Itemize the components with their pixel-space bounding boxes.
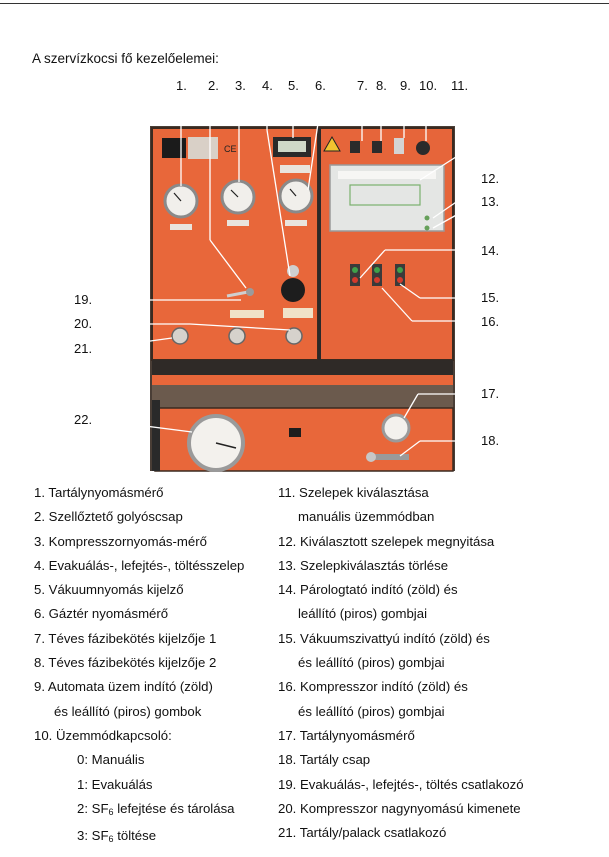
vacuum-display-screen <box>278 141 306 152</box>
legend-item-9-cont: és leállító (piros) gombok <box>54 703 202 719</box>
gauge-17 <box>381 413 411 443</box>
frame-interior <box>152 380 453 408</box>
gauge-3 <box>220 179 256 215</box>
legend-item-8: 8. Téves fázibekötés kijelzője 2 <box>34 655 217 671</box>
legend-item-14: 14. Párologtató indító (zöld) és <box>278 582 458 598</box>
dilo-logo <box>162 138 186 158</box>
coupling-20 <box>228 327 246 345</box>
page-heading: A szervízkocsi fő kezelőelemei: <box>32 51 219 66</box>
mode-0: 0: Manuális <box>77 752 145 768</box>
mode-2: 2: SF6 lefejtése és tárolása <box>77 800 235 817</box>
coupling-19 <box>285 327 303 345</box>
label-12: 12. <box>481 171 500 186</box>
label-5: 5. <box>288 78 299 93</box>
label-17: 17. <box>481 386 500 401</box>
label-7: 7. <box>357 78 368 93</box>
legend-item-19: 19. Evakuálás-, lefejtés-, töltés csatla… <box>278 776 524 792</box>
mode-1: 1: Evakuálás <box>77 776 153 792</box>
legend-item-16-cont: és leállító (piros) gombjai <box>298 703 445 719</box>
label-16: 16. <box>481 314 500 329</box>
legend-item-9: 9. Automata üzem indító (zöld) <box>34 679 213 695</box>
ball-valve <box>246 288 254 296</box>
legend-item-11: 11. Szelepek kiválasztása <box>278 485 429 500</box>
valve-indicator <box>287 265 299 277</box>
label-1: 1. <box>176 78 187 93</box>
legend-item-7: 7. Téves fázibekötés kijelzője 1 <box>34 630 217 646</box>
legend-item-4: 4. Evakuálás-, lefejtés-, töltésszelep <box>34 557 245 573</box>
valve-knob <box>281 278 305 302</box>
legend-item-1: 1. Tartálynyomásmérő <box>34 485 164 500</box>
top-rule <box>0 3 609 4</box>
legend-item-6: 6. Gáztér nyomásmérő <box>34 606 169 622</box>
legend-item-21: 21. Tartály/palack csatlakozó <box>278 825 447 841</box>
legend-item-10: 10. Üzemmódkapcsoló: <box>34 727 172 743</box>
legend-item-2: 2. Szellőztető golyóscsap <box>34 509 183 525</box>
legend-right: 11. Szelepek kiválasztása manuális üzemm… <box>278 481 598 845</box>
label-19: 19. <box>74 292 93 307</box>
legend-item-14-cont: leállító (piros) gombjai <box>298 606 427 622</box>
legend-item-15-cont: és leállító (piros) gombjai <box>298 655 445 671</box>
label-6: 6. <box>315 78 326 93</box>
mode-3: 3: SF6 töltése <box>77 828 157 845</box>
legend-item-13: 13. Szelepkiválasztás törlése <box>278 557 449 573</box>
legend-item-18: 18. Tartály csap <box>278 752 371 768</box>
label-15: 15. <box>481 290 500 305</box>
left-cabinet-panel <box>151 127 319 361</box>
label-20: 20. <box>74 316 93 331</box>
label-8: 8. <box>376 78 387 93</box>
legend-item-11-cont: manuális üzemmódban <box>298 509 435 525</box>
warning-triangle <box>323 135 341 152</box>
label-22: 22. <box>74 412 93 427</box>
frame-bar <box>152 360 453 380</box>
frame-orange-rail <box>152 375 453 385</box>
photo-background <box>150 126 455 471</box>
valve-selector-panel <box>329 164 445 232</box>
nameplate <box>188 137 218 159</box>
label-9: 9. <box>400 78 411 93</box>
right-cabinet-panel <box>319 127 454 361</box>
legend-item-16: 16. Kompresszor indító (zöld) és <box>278 679 468 695</box>
gauge-22 <box>187 414 245 472</box>
cabinet-divider <box>318 128 321 360</box>
legend-item-17: 17. Tartálynyomásmérő <box>278 727 415 743</box>
ce-mark: CE <box>224 144 237 154</box>
label-10: 10. <box>419 78 438 93</box>
legend-item-5: 5. Vákuumnyomás kijelző <box>34 582 184 598</box>
tank-panel <box>154 407 454 472</box>
label-18: 18. <box>481 433 500 448</box>
label-21: 21. <box>74 341 93 356</box>
legend-item-3: 3. Kompresszornyomás-mérő <box>34 533 207 549</box>
legend-item-12: 12. Kiválasztott szelepek megnyitása <box>278 533 495 549</box>
mode-switch <box>416 141 430 155</box>
gauge-6 <box>278 178 314 214</box>
legend-item-15: 15. Vákuumszivattyú indító (zöld) és <box>278 630 490 646</box>
label-2: 2. <box>208 78 219 93</box>
tank-tap <box>369 454 409 460</box>
coupling-21 <box>171 327 189 345</box>
vacuum-display <box>273 137 311 157</box>
frame-leg-left <box>152 400 160 471</box>
label-13: 13. <box>481 194 500 209</box>
gauge-1 <box>163 183 199 219</box>
legend-left: 1. Tartálynyomásmérő 2. Szellőztető goly… <box>34 481 274 851</box>
legend-item-20: 20. Kompresszor nagynyomású kimenete <box>278 800 521 816</box>
label-14: 14. <box>481 243 500 258</box>
label-4: 4. <box>262 78 273 93</box>
label-11: 11. <box>451 78 469 93</box>
label-3: 3. <box>235 78 246 93</box>
